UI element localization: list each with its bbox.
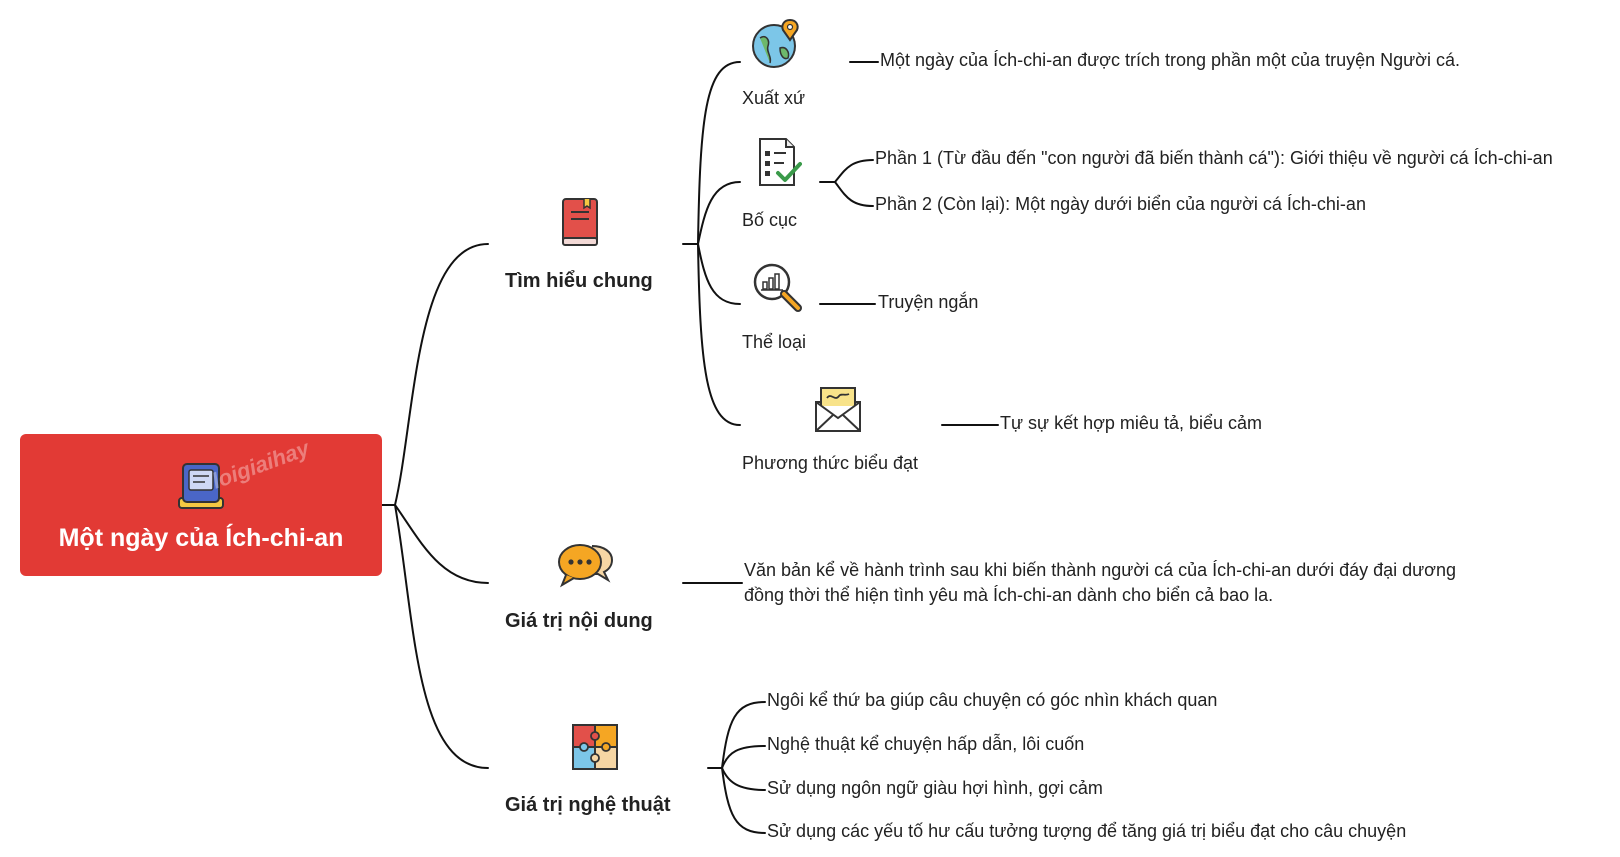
checklist-icon: [756, 136, 802, 188]
speech-bubbles-icon: [556, 540, 616, 588]
detail-bo-cuc-1: Phần 1 (Từ đầu đến "con người đã biến th…: [875, 148, 1553, 168]
sub-the-loai[interactable]: Thể loại: [742, 332, 807, 352]
connector-b1-bo-cuc: [697, 181, 741, 245]
connector-root-nghe-thuat: [394, 504, 489, 769]
connector-b3-detail-3: [721, 767, 766, 791]
detail-nghe-thuat-3: Sử dụng ngôn ngữ giàu hợi hình, gợi cảm: [767, 778, 1103, 798]
detail-nghe-thuat-4: Sử dụng các yếu tố hư cấu tưởng tượng để…: [767, 821, 1407, 841]
branch-tim-hieu-chung[interactable]: Tìm hiểu chung: [505, 270, 653, 292]
connector-root-noi-dung: [394, 504, 489, 584]
detail-nghe-thuat-1: Ngôi kể thứ ba giúp câu chuyện có góc nh…: [767, 690, 1218, 710]
detail-nghe-thuat-2: Nghệ thuật kể chuyện hấp dẫn, lôi cuốn: [767, 734, 1085, 754]
sub-xuat-xu[interactable]: Xuất xứ: [742, 88, 806, 108]
root-node[interactable]: loigiaihay Một ngày của Ích-chi-an: [20, 434, 382, 576]
detail-the-loai: Truyện ngắn: [878, 292, 979, 312]
sub-phuong-thuc-bieu-dat[interactable]: Phương thức biểu đạt: [742, 453, 919, 473]
root-title: Một ngày của Ích-chi-an: [58, 524, 344, 552]
detail-phuong-thuc: Tự sự kết hợp miêu tả, biểu cảm: [1000, 413, 1263, 433]
connector-root-tim-hieu: [394, 243, 489, 506]
connector-b1-xuat-xu: [697, 61, 741, 245]
connector-b1-phuong-thuc: [697, 243, 741, 426]
branch-gia-tri-nghe-thuat[interactable]: Giá trị nghệ thuật: [505, 794, 671, 816]
detail-xuat-xu: Một ngày của Ích-chi-an được trích trong…: [880, 50, 1460, 70]
watermark: loigiaihay: [208, 435, 313, 494]
envelope-icon: [813, 384, 863, 434]
connector-b3-detail-1: [721, 701, 766, 769]
detail-noi-dung: Văn bản kể về hành trình sau khi biến th…: [744, 560, 1456, 605]
detail-bo-cuc-2: Phần 2 (Còn lại): Một ngày dưới biển của…: [875, 194, 1366, 214]
magnifier-chart-icon: [752, 262, 804, 314]
branch-gia-tri-noi-dung[interactable]: Giá trị nội dung: [505, 610, 653, 632]
book-icon: [560, 196, 600, 248]
connector-b3-detail-4: [721, 767, 766, 834]
notebook-icon: [173, 458, 229, 514]
sub-bo-cuc[interactable]: Bố cục: [742, 210, 798, 230]
connector-b3-detail-2: [721, 745, 766, 769]
globe-pin-icon: [750, 18, 802, 70]
connector-bo-cuc-detail-2: [834, 181, 874, 207]
connector-b1-the-loai: [697, 243, 741, 305]
connector-bo-cuc-detail-1: [834, 159, 874, 183]
puzzle-icon: [570, 722, 620, 772]
